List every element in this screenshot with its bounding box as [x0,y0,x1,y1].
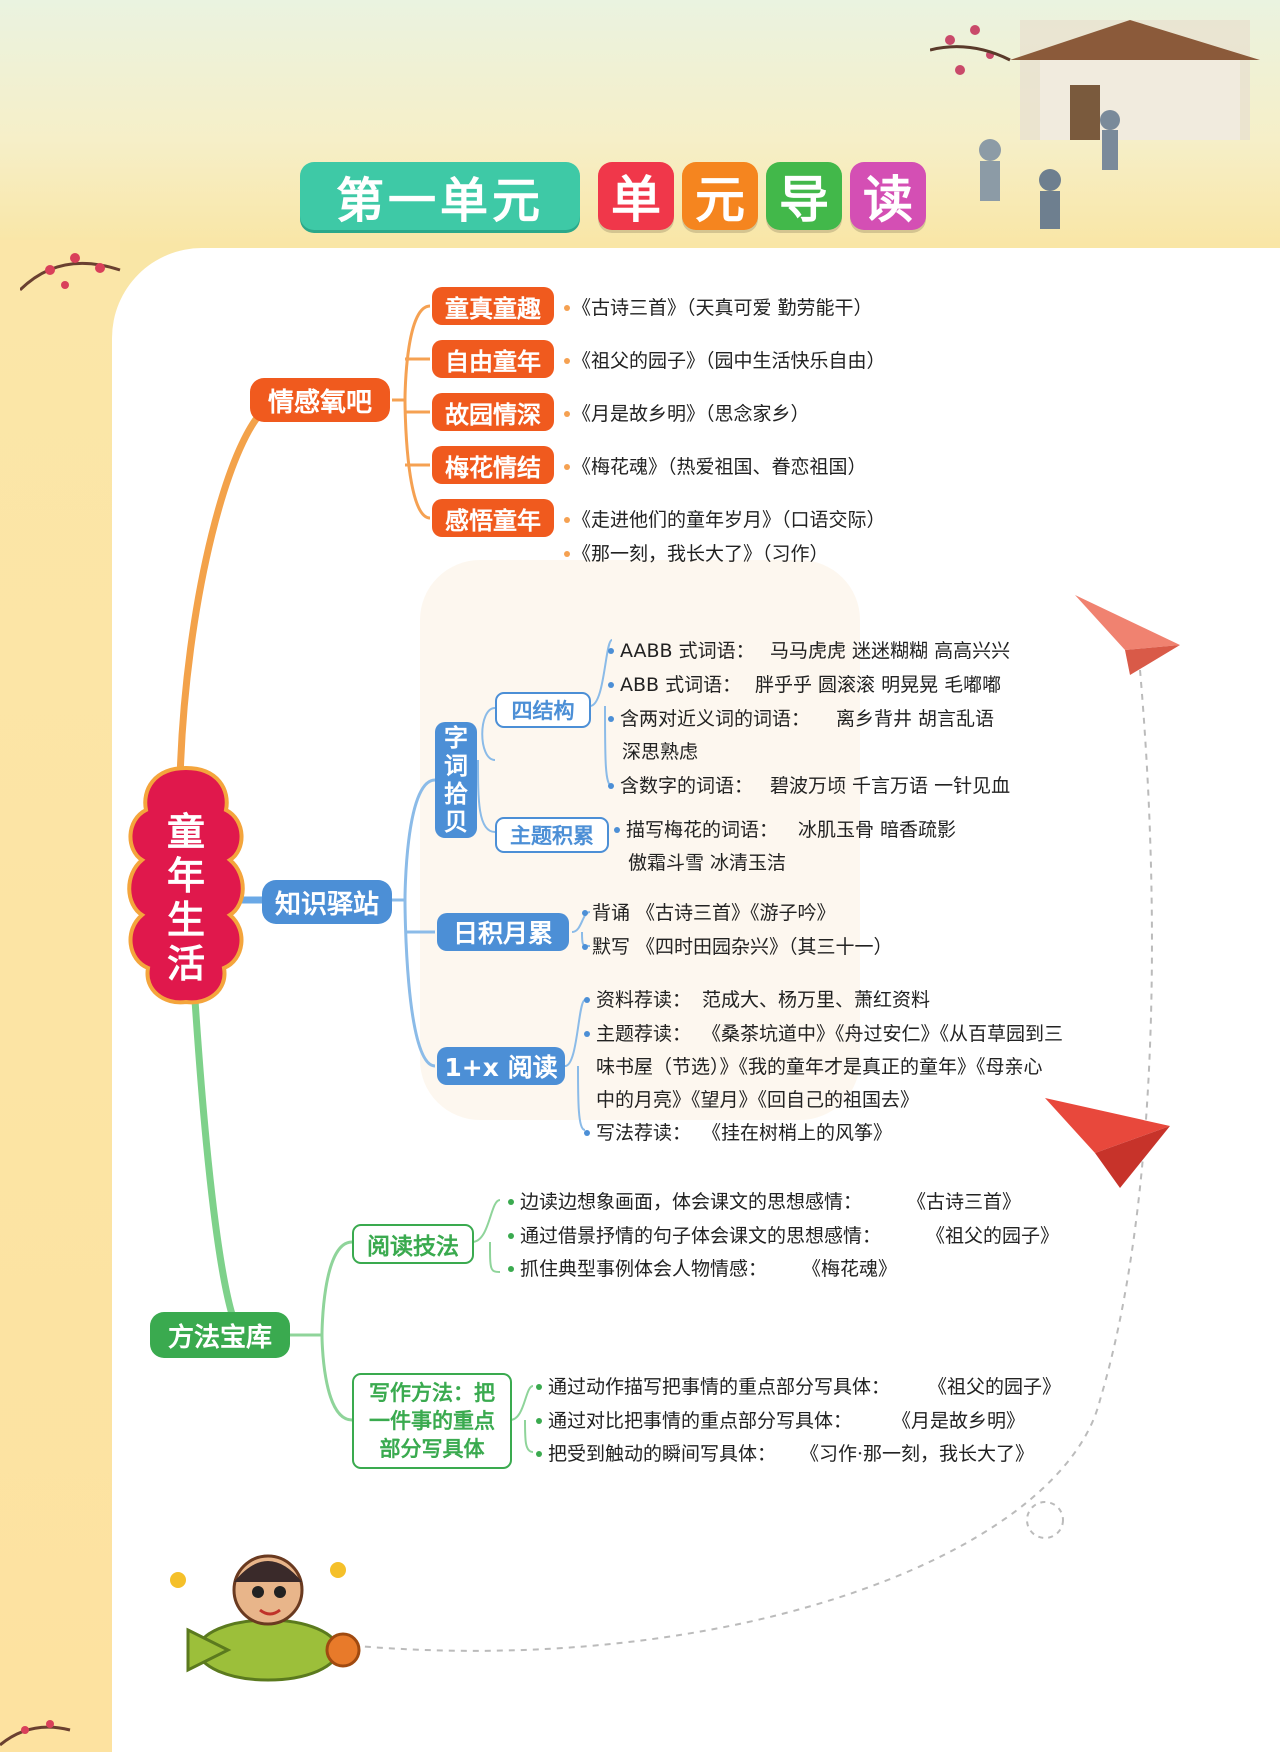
reading-skill-node: 阅读技法 [352,1224,474,1264]
branch-method: 方法宝库 [150,1312,290,1358]
writing-src-3: 《习作·那一刻，我长大了》 [800,1443,1035,1465]
emotion-tag-2: 自由童年 [432,340,554,378]
bullet [564,464,570,470]
bullet [608,716,614,722]
emotion-text-2: 《祖父的园子》（园中生活快乐自由） [572,350,886,372]
emotion-text-5: 《走进他们的童年岁月》（口语交际） [572,509,886,531]
bullet [564,358,570,364]
abb-words: 胖乎乎 圆滚滚 明晃晃 毛嘟嘟 [755,674,1002,696]
children-playing-illustration [930,20,1260,229]
title-char-1: 单 [598,162,674,230]
reading-line-3: 味书屋（节选）》《我的童年才是真正的童年》《母亲心 [596,1056,1043,1078]
bullet [508,1233,514,1239]
writing-label-3: 部分写具体 [379,1437,485,1461]
reading-head-2: 主题荐读： [596,1023,692,1045]
emotion-text-4: 《梅花魂》（热爱祖国、眷恋祖国） [572,456,867,478]
daily-line-1: 《古诗三首》《游子吟》 [636,902,836,924]
title-char-2: 元 [682,162,758,230]
aabb-words: 马马虎虎 迷迷糊糊 高高兴兴 [770,640,1011,662]
bullet [608,648,614,654]
plum-blossom-branch [0,1720,71,1747]
writing-head-1: 通过动作描写把事情的重点部分写具体： [548,1376,891,1398]
bullet [582,944,588,950]
writing-method-node: 写作方法：把 一件事的重点 部分写具体 [352,1373,512,1469]
number-head: 含数字的词语： [620,775,754,797]
daily-head-2: 默写 [592,936,631,958]
reading-line-2: 《桑茶坑道中》《舟过安仁》《从百草园到三 [702,1023,1064,1045]
skill-head-1: 边读边想象画面，体会课文的思想感情： [520,1191,863,1213]
bullet [582,910,588,916]
title-char-3: 导 [766,162,842,230]
daily-node: 日积月累 [437,913,569,951]
bullet [584,1130,590,1136]
plum-words: 冰肌玉骨 暗香疏影 [798,819,957,841]
bullet [584,997,590,1003]
bullet [508,1199,514,1205]
synonym-words: 离乡背井 胡言乱语 [836,708,995,730]
emotion-tag-3: 故园情深 [432,393,554,431]
bullet [536,1451,542,1457]
branch-emotion: 情感氧吧 [250,378,390,422]
paper-plane-icon [1075,595,1180,675]
skill-head-3: 抓住典型事例体会人物情感： [520,1258,768,1280]
paper-plane-icon [1045,1098,1170,1188]
bullet [564,305,570,311]
root-cloud-shape [127,765,245,1005]
bullet [608,682,614,688]
bullet [536,1384,542,1390]
writing-label-2: 一件事的重点 [369,1409,495,1433]
plum-words-2: 傲霜斗雪 冰清玉洁 [628,852,787,874]
title-char-4: 读 [850,162,926,230]
emotion-text-1: 《古诗三首》（天真可爱 勤劳能干） [572,297,873,319]
bullet [536,1418,542,1424]
skill-src-1: 《古诗三首》 [907,1191,1022,1213]
emotion-tag-1: 童真童趣 [432,287,554,325]
daily-head-1: 背诵 [592,902,631,924]
plum-head: 描写梅花的词语： [626,819,779,841]
writing-label-1: 写作方法：把 [369,1381,495,1405]
reading-head-1: 资料荐读： [596,989,692,1011]
skill-src-2: 《祖父的园子》 [926,1225,1060,1247]
aabb-head: AABB 式词语： [620,640,755,662]
bullet [608,783,614,789]
root-node: 童年生活 [166,810,205,986]
daily-line-2: 《四时田园杂兴》（其三十一） [636,936,893,958]
reading-node: 1+x 阅读 [437,1047,565,1085]
reading-line-1: 范成大、杨万里、萧红资料 [702,989,931,1011]
writing-src-1: 《祖父的园子》 [928,1376,1062,1398]
unit-title: 第一单元 [300,162,580,230]
bullet [508,1266,514,1272]
synonym-head: 含两对近义词的词语： [620,708,811,730]
number-words: 碧波万顷 千言万语 一针见血 [770,775,1011,797]
plum-blossom-branch [20,253,121,292]
writing-head-2: 通过对比把事情的重点部分写具体： [548,1410,853,1432]
bullet [584,1031,590,1037]
emotion-text-3: 《月是故乡明》（思念家乡） [572,403,810,425]
emotion-tag-4: 梅花情结 [432,446,554,484]
reading-line-4: 中的月亮》《望月》《回自己的祖国去》 [596,1089,920,1111]
skill-src-3: 《梅花魂》 [802,1258,898,1280]
skill-head-2: 通过借景抒情的句子体会课文的思想感情： [520,1225,882,1247]
branch-knowledge: 知识驿站 [262,880,392,924]
bullet [564,411,570,417]
bullet [564,517,570,523]
writing-src-2: 《月是故乡明》 [892,1410,1026,1432]
synonym-words-2: 深思熟虑 [622,741,699,763]
writing-head-3: 把受到触动的瞬间写具体： [548,1443,777,1465]
watermark [420,560,860,1120]
emotion-tag-5: 感悟童年 [432,499,554,537]
left-margin-band [0,240,120,1752]
theme-node: 主题积累 [495,817,609,853]
bullet [614,827,620,833]
ziciscibei-node: 字词拾贝 [435,722,477,838]
abb-head: ABB 式词语： [620,674,742,696]
bullet [564,551,570,557]
reading-head-5: 写法荐读： [596,1122,692,1144]
reading-line-5: 《挂在树梢上的风筝》 [702,1122,893,1144]
cartoon-pilot-illustration [170,1554,361,1682]
four-structure-node: 四结构 [495,692,591,728]
emotion-text-5b: 《那一刻，我长大了》（习作） [572,543,829,565]
